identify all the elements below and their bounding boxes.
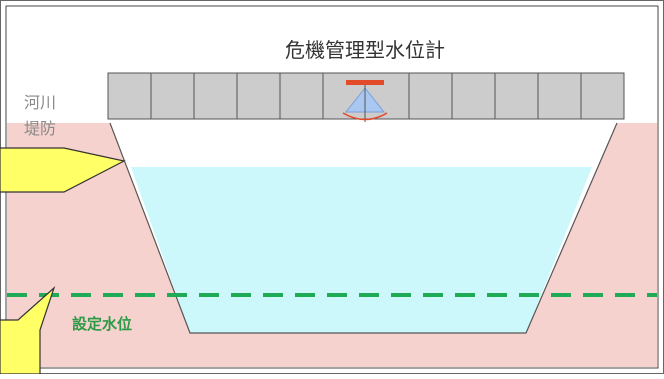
- bank-label-line2: 堤防: [24, 119, 56, 138]
- gauge-title: 危機管理型水位計: [285, 38, 445, 62]
- river-water: [131, 167, 592, 333]
- yellow-speech-callout-icon: [0, 286, 56, 375]
- radar-water-level-sensor-icon: [342, 80, 388, 122]
- bank-label-line1: 河川: [24, 93, 56, 112]
- channel-outline: [109, 122, 618, 334]
- set-level-label: 設定水位: [72, 315, 132, 333]
- yellow-speech-callout-icon: [0, 147, 126, 193]
